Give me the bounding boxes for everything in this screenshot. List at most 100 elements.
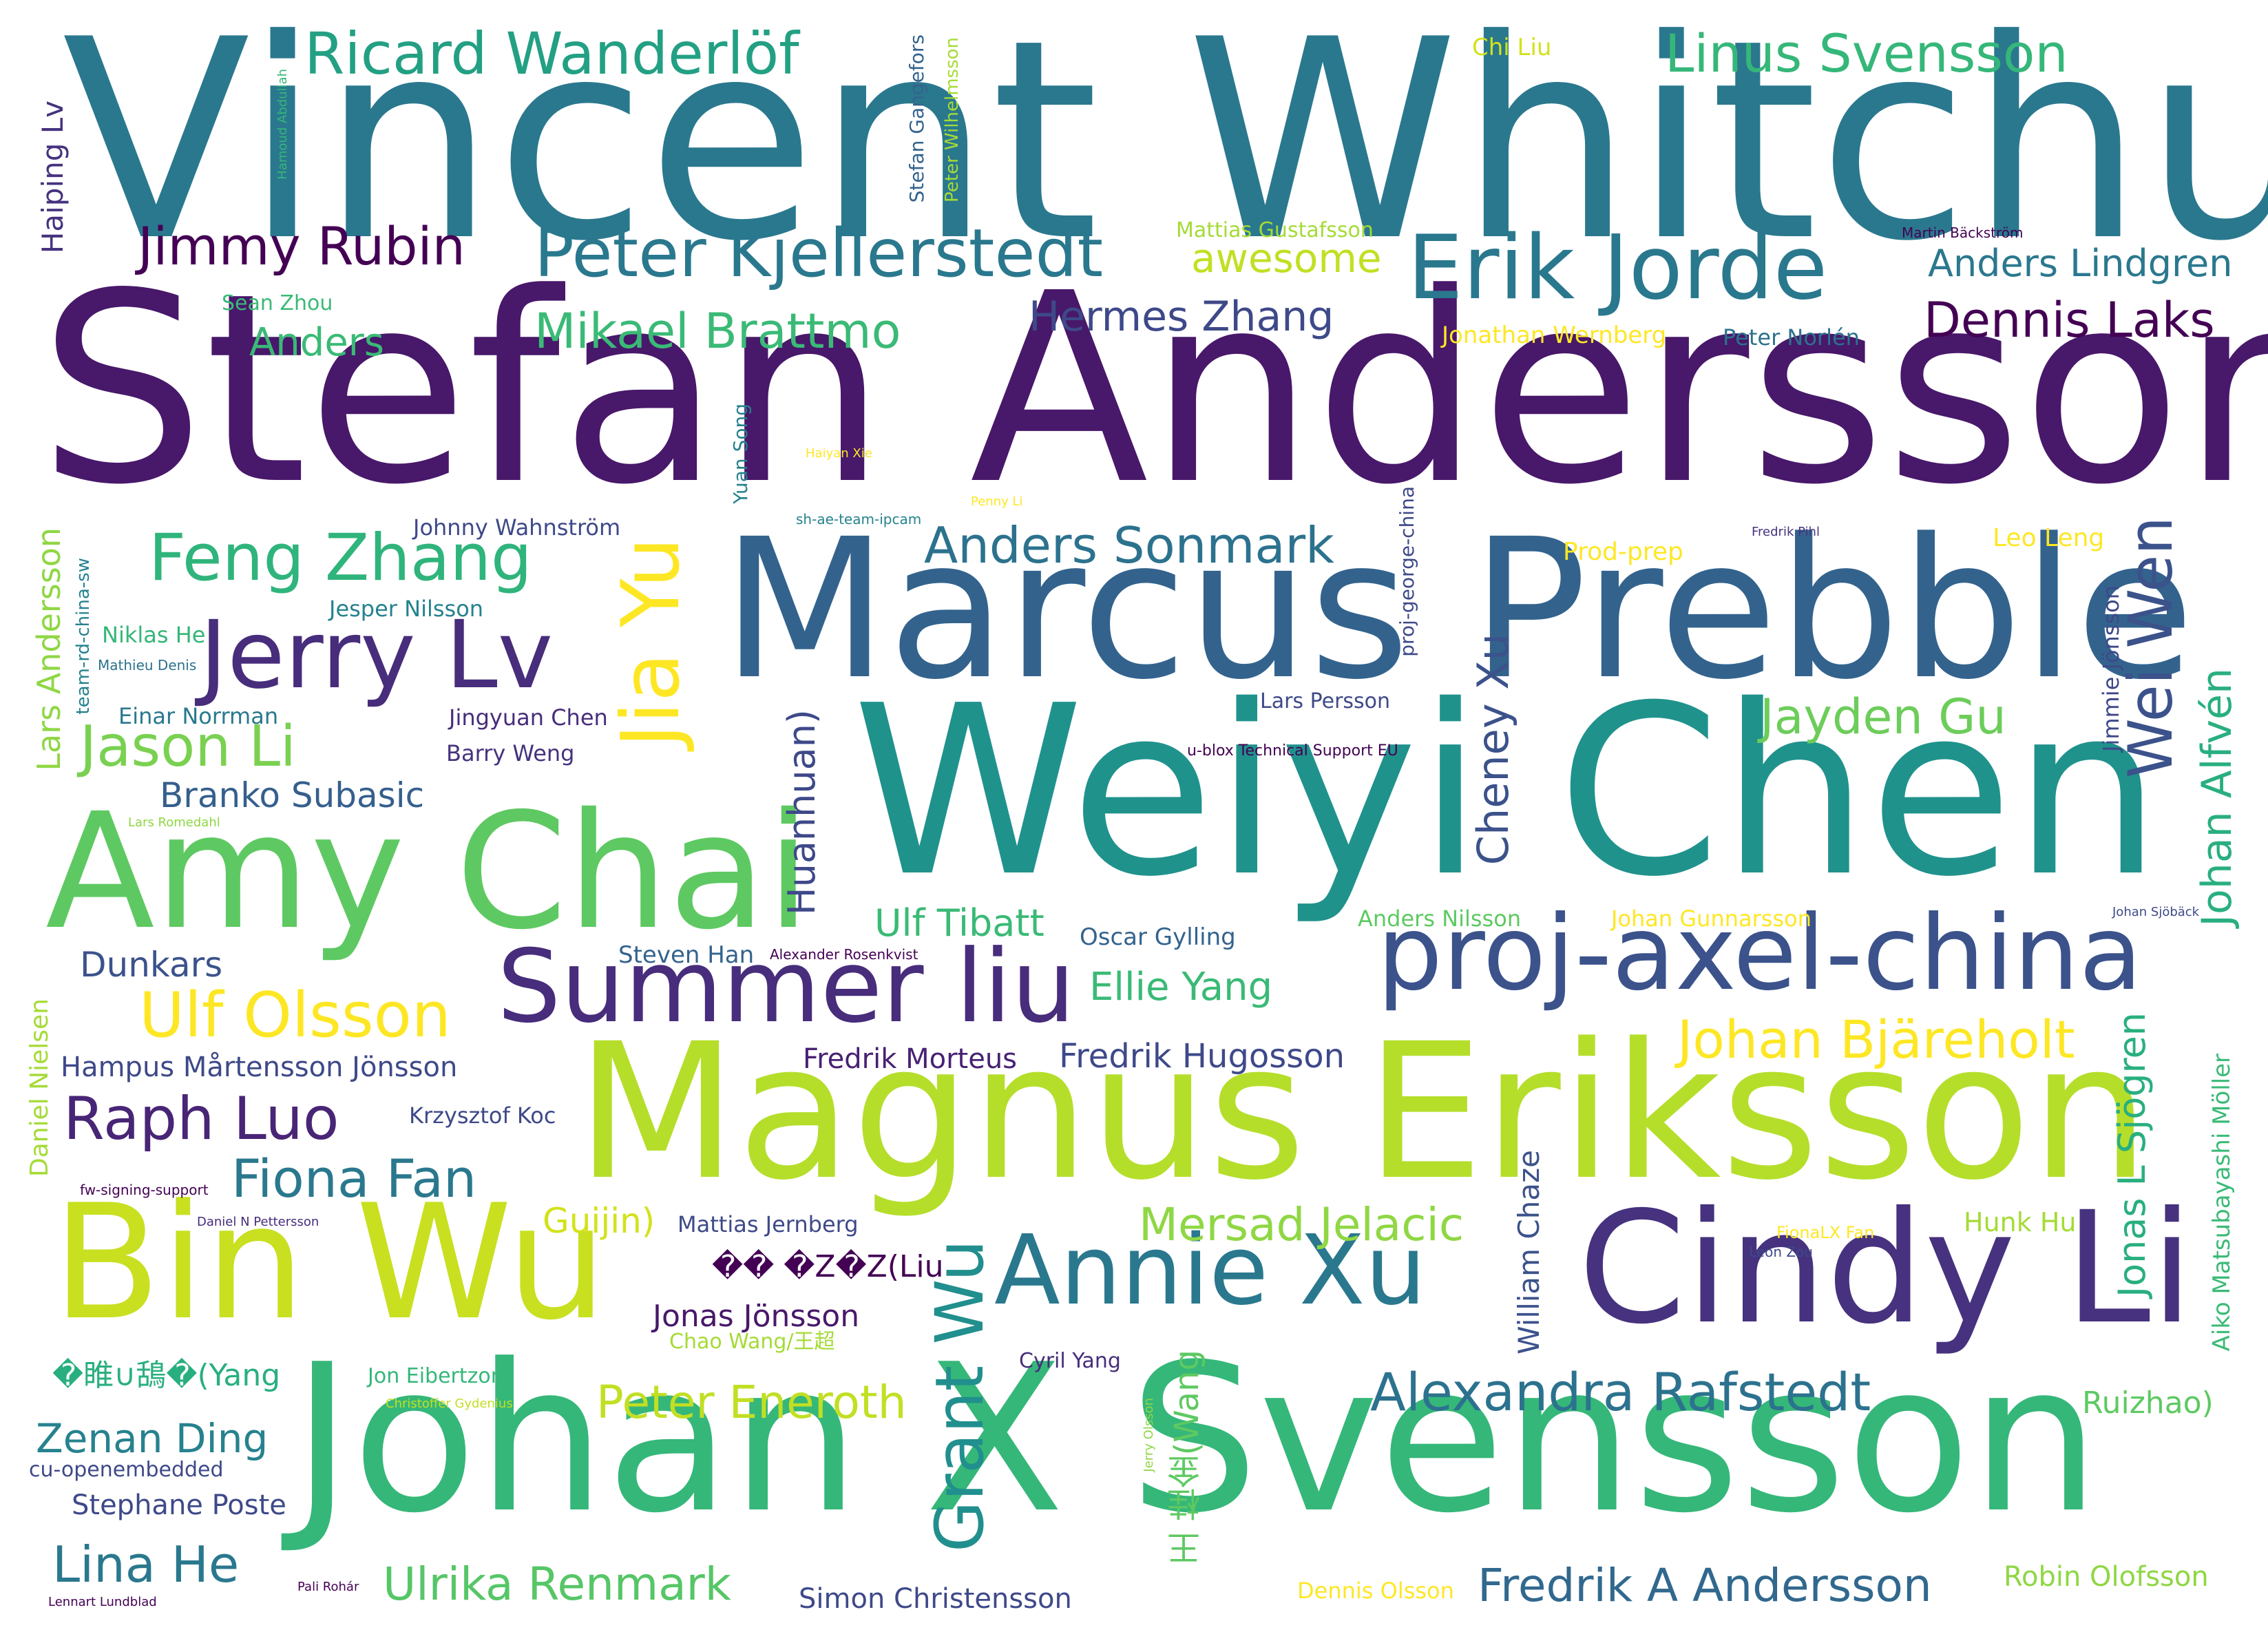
word: proj-george-china (1396, 486, 1418, 657)
word: Christoffer Gydenius (386, 1396, 513, 1411)
word: 王 桂金(Wang (1168, 1350, 1206, 1565)
word: Lars Persson (1260, 689, 1391, 713)
word: Hunk Hu (1964, 1207, 2077, 1237)
word: Ulf Tibatt (874, 901, 1044, 945)
word: Fredrik Morteus (803, 1043, 1018, 1075)
word: Anders Lindgren (1928, 242, 2233, 285)
word: Robin Olofsson (2004, 1561, 2209, 1593)
word: u-blox Technical Support EU (1187, 742, 1398, 760)
word: Lars Romedahl (128, 815, 220, 830)
word: Simon Christensson (799, 1583, 1072, 1615)
word: Jason Li (80, 714, 296, 780)
word: Cheney Xu (1468, 634, 1518, 866)
word: Jesper Nilsson (329, 596, 484, 622)
word: Daniel N Pettersson (197, 1215, 319, 1229)
word: Stephane Poste (72, 1489, 286, 1521)
word: Bin Wu (52, 1171, 607, 1355)
word: Johan Sjöbäck (2112, 905, 2200, 919)
word: Einar Norrman (118, 703, 279, 729)
word: Jia Yu (605, 537, 697, 748)
word: Fredrik Hugosson (1059, 1037, 1345, 1076)
word: Sean Zhou (222, 291, 333, 315)
word: Martin Bäckström (1902, 224, 2024, 241)
word: Jimmie Jönsson (2098, 585, 2124, 752)
word: Weiyi Chen (852, 656, 2162, 928)
word: Marcus Prebble (722, 498, 2195, 722)
word: Mikael Brattmo (534, 303, 901, 359)
word: Daniel Nielsen (25, 998, 54, 1177)
word: Penny Li (971, 494, 1023, 509)
word: Johnny Wahnström (413, 514, 621, 541)
word: awesome (1191, 235, 1382, 282)
word: Ulf Olsson (139, 979, 451, 1052)
word: Chi Liu (1472, 34, 1552, 61)
word: sh-ae-team-ipcam (796, 511, 922, 527)
word: Mathieu Denis (98, 657, 197, 673)
word: Dunkars (80, 945, 223, 985)
word: Linus Svensson (1665, 23, 2068, 84)
word: Fiona Fan (231, 1148, 477, 1209)
word: Jerry Lv (200, 601, 554, 710)
word: Alexandra Rafstedt (1370, 1361, 1871, 1423)
word: Wei Wen (2115, 516, 2186, 779)
word: Steven Han (618, 941, 755, 969)
word: Feng Zhang (149, 521, 532, 596)
word: Ricard Wanderlöf (304, 20, 799, 87)
word: Erik Jorde (1407, 217, 1828, 320)
word: �睢∪鴰�(Yang (52, 1358, 281, 1393)
word: Jingyuan Chen (449, 704, 608, 731)
word: Johan X Svensson (292, 1320, 2100, 1558)
word: Hermes Zhang (1029, 293, 1334, 341)
word: Aiko Matsubayashi Möller (2208, 1054, 2236, 1352)
word: Jerry Olsson (1142, 1398, 1156, 1472)
word: Cindy Li (1578, 1178, 2194, 1358)
word: Raph Luo (63, 1085, 339, 1153)
word: Fredrik Pihl (1752, 525, 1820, 539)
word: Jonas L Sjögren (2110, 1012, 2154, 1297)
word: Guijin) (543, 1201, 655, 1241)
word: proj-axel-china (1377, 894, 2143, 1014)
word: Haiyan Xie (806, 446, 872, 461)
word: Oscar Gylling (1080, 923, 1236, 951)
word: Peter Kjellerstedt (534, 215, 1104, 292)
word: Yuan Song (729, 404, 752, 504)
word: Lars Andersson (30, 527, 67, 771)
word: Branko Subasic (160, 775, 425, 815)
word: Jon Eibertzon (368, 1364, 504, 1388)
word: Johan Alfvén (2193, 668, 2241, 927)
word: Jonathan Wernberg (1442, 322, 1667, 349)
word: Stefan Gangefors (905, 34, 928, 203)
word: Anders (249, 320, 384, 365)
word: Hampus Mårtensson Jönsson (61, 1052, 458, 1083)
word: Summer liu (497, 928, 1075, 1045)
word: Cyril Yang (1019, 1349, 1121, 1373)
word: Anders Nilsson (1358, 906, 1522, 932)
word: fw-signing-support (80, 1182, 209, 1198)
word: Peter Eneroth (596, 1376, 907, 1429)
word: Ellie Yang (1089, 965, 1273, 1009)
word: Johan Bjäreholt (1677, 1009, 2075, 1070)
word: cu-openembedded (29, 1458, 224, 1482)
word: Huanhuan) (780, 709, 823, 915)
word: �� �Z�Z(Liu (712, 1249, 944, 1284)
word: Peter Wilhelmsson (942, 37, 963, 202)
word: Dennis Laks (1924, 292, 2215, 348)
word: Mattias Jernberg (678, 1211, 859, 1237)
word: Hamoud Abdullah (275, 69, 290, 180)
word: Leon Zou (1749, 1244, 1813, 1260)
word: Barry Weng (446, 740, 575, 766)
word: Johan Gunnarsson (1611, 906, 1812, 932)
word: Alexander Rosenkvist (770, 946, 918, 963)
word: William Chaze (1512, 1150, 1546, 1354)
word: Vincent Whitchurch (62, 0, 2268, 302)
word: Magnus Eriksson (576, 1004, 2150, 1222)
word: Prod-prep (1563, 538, 1683, 566)
word: Grant Wu (921, 1239, 998, 1553)
word: Stefan Andersson (39, 237, 2268, 542)
word: Niklas He (102, 622, 206, 648)
word: Ulrika Renmark (383, 1558, 732, 1611)
word: Krzysztof Koc (409, 1102, 556, 1129)
word: Chao Wang/王超 (669, 1330, 835, 1354)
word: Leo Leng (1993, 524, 2105, 552)
